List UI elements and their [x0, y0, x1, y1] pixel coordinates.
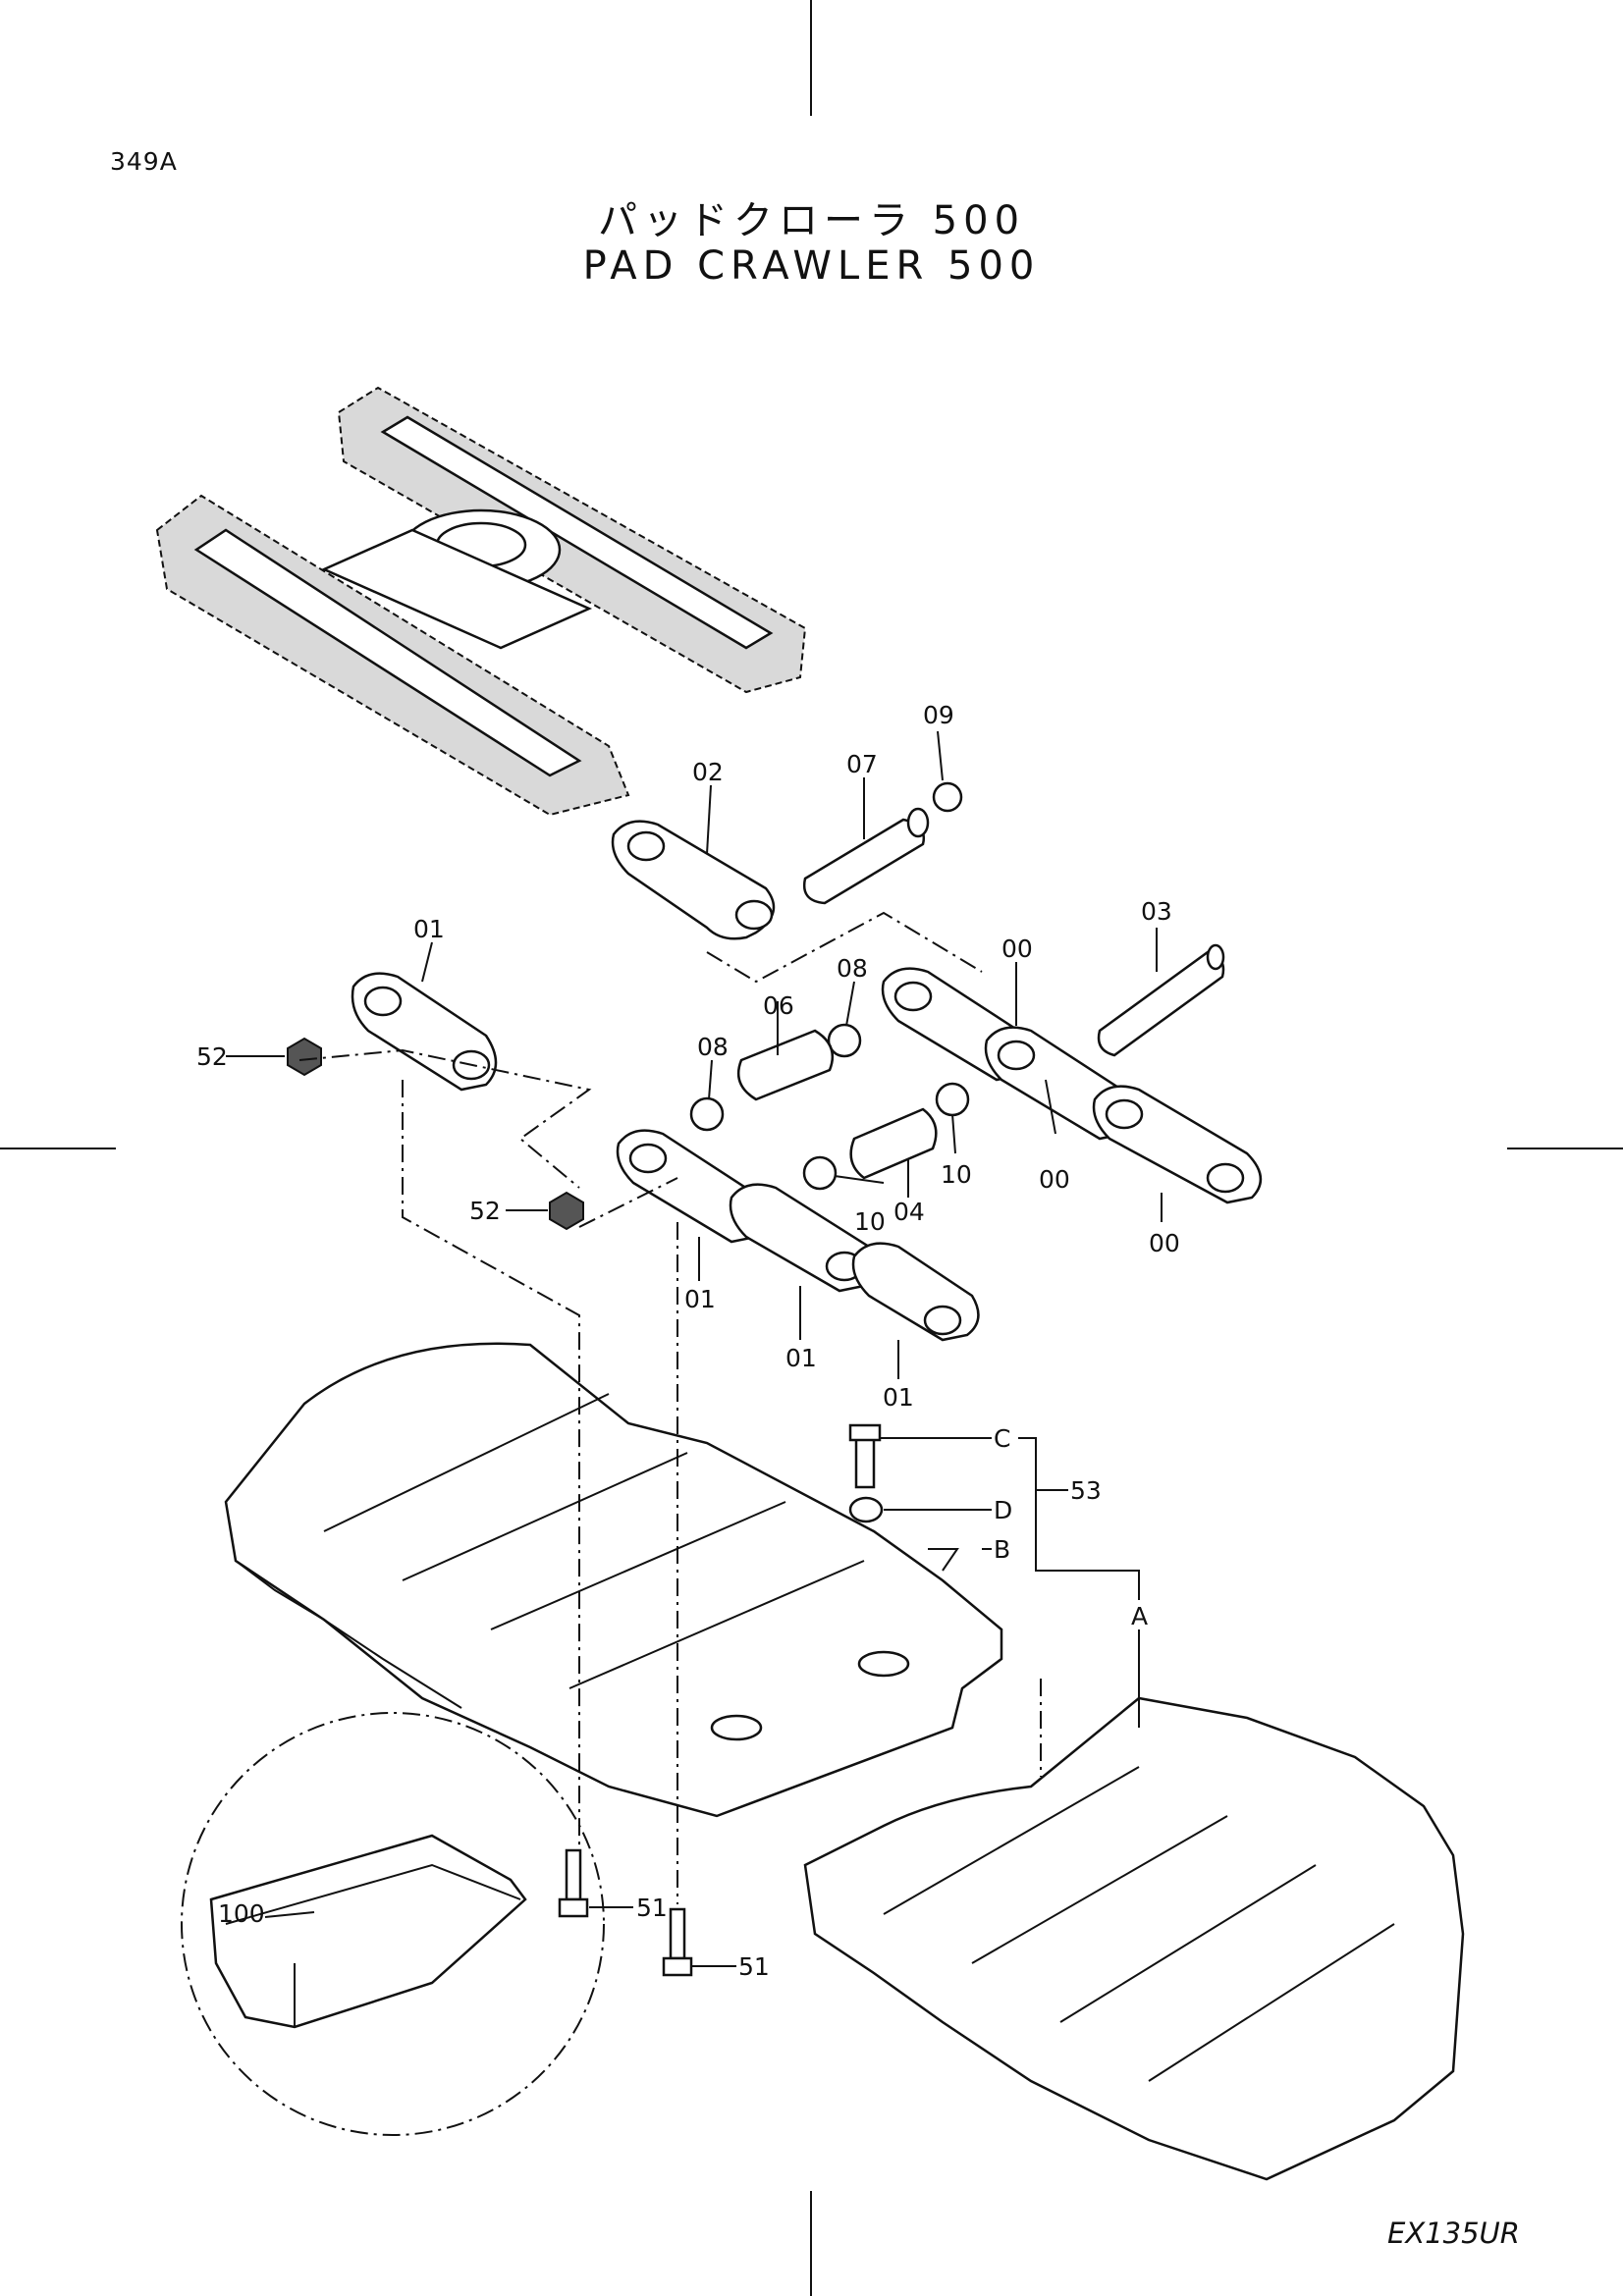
bolt-51-right [669, 1907, 686, 1960]
callout-100: 100 [218, 1899, 265, 1928]
callout-00-middle: 00 [1039, 1165, 1070, 1194]
pin-03 [1097, 950, 1225, 1057]
callout-06: 06 [763, 991, 794, 1020]
callout-10-right: 10 [941, 1160, 972, 1189]
callout-C: C [994, 1424, 1010, 1453]
callout-D: D [994, 1496, 1012, 1524]
model-code: EX135UR [1387, 2216, 1520, 2250]
callout-00-bottom: 00 [1149, 1229, 1180, 1257]
callout-01-a: 01 [684, 1285, 716, 1313]
bolt-51-left [565, 1848, 582, 1901]
callout-01-upper: 01 [413, 915, 445, 943]
ring-09 [932, 781, 963, 813]
leader-lines [226, 730, 1163, 1967]
callout-B: B [994, 1535, 1010, 1564]
title-japanese: パッドクローラ 500 [597, 198, 1026, 243]
callout-52-lower: 52 [469, 1197, 501, 1225]
callout-03: 03 [1141, 897, 1172, 926]
nut-52-lower [549, 1191, 584, 1231]
washer-D [848, 1496, 884, 1523]
track-shoe-lower [803, 1696, 1465, 2181]
undercarriage-overview [155, 386, 807, 817]
detail-circle [181, 1712, 605, 2136]
callout-labels: 02 07 09 03 00 08 06 08 01 52 52 00 00 1… [196, 701, 1180, 1981]
callout-51-left: 51 [636, 1894, 668, 1922]
page-code: 349A [110, 147, 178, 176]
callout-07: 07 [846, 750, 878, 778]
callout-08-upper: 08 [837, 954, 868, 983]
center-lines [298, 911, 1042, 1904]
fasteners [558, 1423, 884, 1977]
links-01-chain [616, 1129, 980, 1342]
callout-08-lower: 08 [697, 1033, 729, 1061]
callout-02: 02 [692, 758, 724, 786]
callout-09: 09 [923, 701, 954, 729]
callout-53: 53 [1070, 1476, 1102, 1505]
title-english: PAD CRAWLER 500 [582, 243, 1041, 289]
callout-52-upper: 52 [196, 1042, 228, 1071]
link-01-upper [287, 972, 584, 1231]
links-00 [881, 967, 1262, 1204]
nut-52-upper [287, 1037, 322, 1077]
bushings-and-seals [689, 1023, 970, 1191]
callout-51-right: 51 [738, 1952, 770, 1981]
track-shoe-upper [224, 1342, 1003, 1818]
callout-04: 04 [893, 1198, 925, 1226]
callout-00-top: 00 [1001, 934, 1033, 963]
master-link-assembly [611, 781, 963, 940]
callout-A: A [1131, 1602, 1148, 1630]
callout-10-left: 10 [854, 1207, 886, 1236]
bolt-C [854, 1436, 876, 1489]
callout-01-b: 01 [785, 1344, 817, 1372]
callout-01-c: 01 [883, 1383, 914, 1412]
